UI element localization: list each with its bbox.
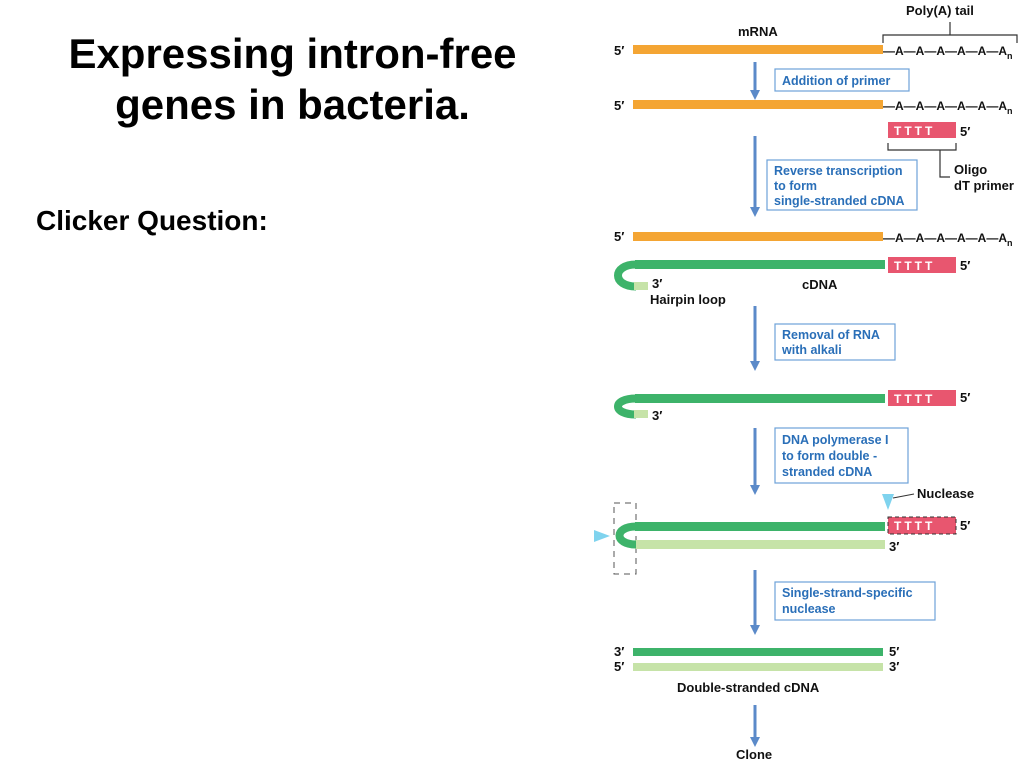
five-prime-label: 5′	[960, 518, 970, 533]
oligo-dt-primer	[888, 257, 956, 273]
slide-title: Expressing intron-free genes in bacteria…	[20, 28, 565, 130]
three-prime-label: 3′	[614, 644, 624, 659]
oligo-dt-primer	[888, 122, 956, 138]
cdna-strand	[633, 648, 883, 656]
hairpin-loop-label: Hairpin loop	[650, 292, 726, 307]
step-text: stranded cDNA	[782, 465, 872, 479]
step-text: Reverse transcription	[774, 164, 903, 178]
cdna-strand	[635, 394, 885, 403]
mrna-strand	[633, 232, 883, 241]
hairpin-cut-box	[613, 502, 637, 575]
cdna-strand	[635, 260, 885, 269]
double-stranded-cdna-label: Double-stranded cDNA	[677, 680, 820, 695]
step-box-dna-polymerase	[774, 427, 909, 484]
primer-sequence: TTTT	[894, 519, 935, 533]
poly-a-sequence: —A—A—A—A—A—An	[883, 231, 1013, 248]
oligo-label: Oligo	[954, 162, 987, 177]
oligo-bracket	[887, 143, 957, 178]
three-prime-label: 3′	[652, 276, 662, 291]
poly-a-sequence: —A—A—A—A—A—An	[883, 99, 1013, 116]
title-line-2: genes in bacteria.	[115, 81, 470, 128]
three-prime-label: 3′	[889, 539, 899, 554]
five-prime-label: 5′	[960, 258, 970, 273]
three-prime-label: 3′	[889, 659, 899, 674]
step-text: Addition of primer	[782, 74, 890, 88]
title-line-1: Expressing intron-free	[68, 30, 517, 77]
primer-sequence: TTTT	[894, 392, 935, 406]
mrna-label: mRNA	[738, 24, 778, 39]
five-prime-label: 5′	[960, 390, 970, 405]
hairpin-loop	[614, 394, 637, 419]
step-box-single-strand-nuclease	[774, 581, 936, 621]
step-text: single-stranded cDNA	[774, 194, 905, 208]
three-prime-label: 3′	[652, 408, 662, 423]
step-text: with alkali	[781, 343, 842, 357]
mrna-strand	[633, 100, 883, 109]
hairpin-tail	[634, 282, 648, 290]
step-text: nuclease	[782, 602, 836, 616]
nuclease-marker-top	[882, 494, 894, 510]
five-prime-label: 5′	[614, 98, 624, 113]
five-prime-label: 5′	[614, 43, 624, 58]
clicker-question-label: Clicker Question:	[36, 205, 268, 236]
second-strand	[635, 540, 885, 549]
nuclease-pointer	[892, 493, 915, 499]
step-box-reverse-transcription	[766, 159, 918, 211]
nuclease-marker-left	[594, 530, 610, 542]
step-text: Single-strand-specific	[782, 586, 913, 600]
step-box-removal-rna	[774, 323, 896, 361]
primer-sequence: TTTT	[894, 124, 935, 138]
cdna-label: cDNA	[802, 277, 838, 292]
dt-primer-label: dT primer	[954, 178, 1014, 193]
primer-sequence: TTTT	[894, 259, 935, 273]
step-text: DNA polymerase I	[782, 433, 889, 447]
clone-label: Clone	[736, 747, 772, 762]
second-strand	[633, 663, 883, 671]
step-text: to form double -	[782, 449, 877, 463]
hairpin-loop	[615, 522, 637, 549]
step-box-primer	[774, 68, 910, 92]
five-prime-label: 5′	[614, 659, 624, 674]
hairpin-loop	[614, 260, 637, 291]
mrna-strand	[633, 45, 883, 54]
step-text: to form	[774, 179, 817, 193]
poly-a-tail-label: Poly(A) tail	[906, 3, 974, 18]
step-text: Removal of RNA	[782, 328, 880, 342]
five-prime-label: 5′	[960, 124, 970, 139]
oligo-dt-primer	[888, 390, 956, 406]
cdna-strand	[635, 522, 885, 531]
poly-a-sequence: —A—A—A—A—A—An	[883, 44, 1013, 61]
five-prime-label: 5′	[889, 644, 899, 659]
five-prime-label: 5′	[614, 229, 624, 244]
hairpin-tail	[634, 410, 648, 418]
nuclease-label: Nuclease	[917, 486, 974, 501]
oligo-dt-primer-cut	[887, 516, 957, 535]
poly-a-bracket	[882, 22, 1018, 43]
